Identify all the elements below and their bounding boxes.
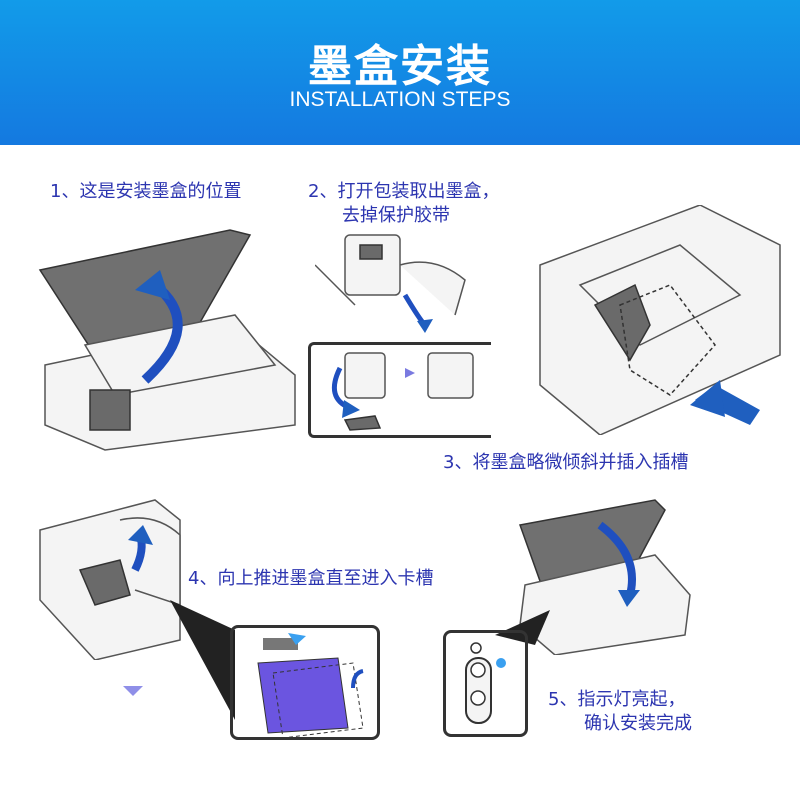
step-5-callout-lines xyxy=(495,610,550,645)
step-2-cartridge-illustration xyxy=(315,234,466,333)
page-subtitle: INSTALLATION STEPS xyxy=(289,88,511,111)
step-4-label: 4、向上推进墨盒直至进入卡槽 xyxy=(188,568,434,589)
header-banner: 墨盒安装 INSTALLATION STEPS xyxy=(0,0,800,145)
step-1-printer-illustration xyxy=(38,229,296,451)
step-2-label: 2、打开包装取出墨盒，去掉保护胶带 xyxy=(308,181,500,226)
step-4-down-arrow-icon xyxy=(123,686,143,696)
step-5-label: 5、指示灯亮起，确认安装完成 xyxy=(548,689,692,734)
page-title: 墨盒安装 xyxy=(308,41,492,92)
step-3-insert-illustration xyxy=(539,205,781,435)
power-light-icon xyxy=(465,642,506,724)
step-5-printer-illustration xyxy=(518,499,691,655)
step-4-push-illustration xyxy=(39,499,181,660)
step-4-callout-lines xyxy=(170,600,235,720)
step-2-detail-illustration xyxy=(331,352,474,431)
step-1-label: 1、这是安装墨盒的位置 xyxy=(50,181,242,202)
cartridge-locked-illustration xyxy=(257,633,364,737)
step-4-detail-box xyxy=(230,625,380,740)
step-5-detail-box xyxy=(443,630,528,737)
step-3-label: 3、将墨盒略微倾斜并插入插槽 xyxy=(443,452,689,473)
step-2-detail-box xyxy=(308,342,491,438)
